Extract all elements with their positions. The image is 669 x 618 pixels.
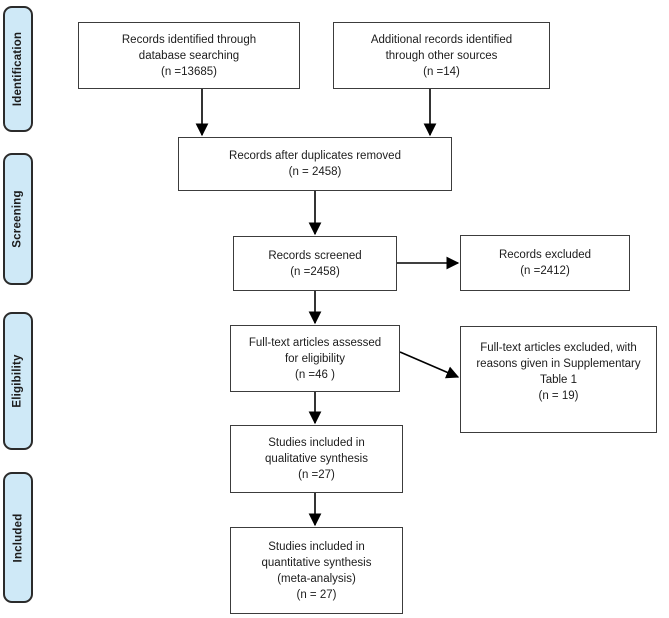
box-records-identified-database: Records identified through database sear… <box>78 22 300 89</box>
text-line: for eligibility <box>284 352 346 365</box>
text-line: Table 1 <box>539 374 578 386</box>
text-line: Records identified through <box>121 33 257 46</box>
text-line: quantitative synthesis <box>261 556 372 569</box>
box-fulltext-excluded: Full-text articles excluded, with reason… <box>460 326 657 433</box>
text-line: (n =2412) <box>520 265 570 277</box>
text-line: Records excluded <box>498 249 592 261</box>
text-line: qualitative synthesis <box>265 453 368 465</box>
text-line: Full-text articles assessed <box>248 336 382 349</box>
text-line: Additional records identified <box>370 33 513 46</box>
connector-arrow-fulltext-to-ftexcluded <box>399 351 460 379</box>
text-line: Records after duplicates removed <box>229 150 401 162</box>
text-line: (n =13685) <box>161 65 217 78</box>
text-line: Studies included in <box>268 437 365 449</box>
text-line: through other sources <box>385 49 498 62</box>
stage-included: Included <box>3 472 33 603</box>
box-quantitative-synthesis: Studies included in quantitative synthes… <box>230 527 403 614</box>
box-fulltext-assessed: Full-text articles assessed for eligibil… <box>230 325 400 392</box>
text-line: reasons given in Supplementary <box>476 358 641 370</box>
box-qualitative-synthesis: Studies included in qualitative synthesi… <box>230 425 403 493</box>
text-line: (n = 19) <box>538 390 579 402</box>
text-line: database searching <box>138 49 240 62</box>
text-line: Studies included in <box>268 540 365 553</box>
text-line: (n = 27) <box>296 588 337 601</box>
stage-screening: Screening <box>3 153 33 285</box>
text-line: (n = 2458) <box>288 166 342 178</box>
stage-label: Eligibility <box>12 354 25 408</box>
box-records-excluded: Records excluded (n =2412) <box>460 235 630 291</box>
box-records-after-duplicates-removed: Records after duplicates removed (n = 24… <box>178 137 452 191</box>
text-line: Full-text articles excluded, with <box>480 342 637 354</box>
text-line: Records screened <box>268 249 362 262</box>
stage-label: Screening <box>12 190 24 248</box>
stage-label: Identification <box>12 31 25 107</box>
stage-identification: Identification <box>3 6 33 132</box>
stage-eligibility: Eligibility <box>3 312 33 450</box>
box-records-screened: Records screened (n =2458) <box>233 236 397 291</box>
text-line: (n =27) <box>298 469 335 481</box>
text-line: (n =14) <box>423 65 460 78</box>
text-line: (meta-analysis) <box>277 572 356 585</box>
text-line: (n =46 ) <box>295 368 335 381</box>
text-line: (n =2458) <box>290 265 340 278</box>
box-additional-records-other-sources: Additional records identified through ot… <box>333 22 550 89</box>
stage-label: Included <box>12 513 25 562</box>
